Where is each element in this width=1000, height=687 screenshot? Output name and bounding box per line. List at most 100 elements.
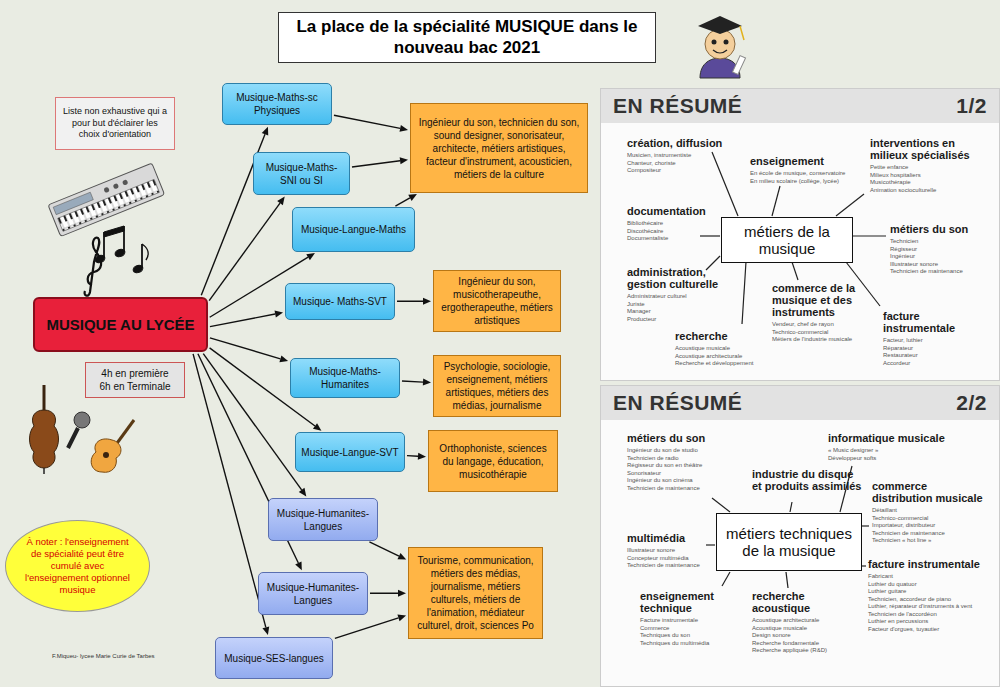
box-text: Liste non exhaustive qui a pour but d'éc… <box>61 106 169 141</box>
box-text-wrap: Musique-Maths-sc Physiques <box>228 91 326 117</box>
mindmap-branch: création, diffusionMusicien, instrumenti… <box>627 137 737 175</box>
mindmap-branch: commerce distribution musicaleDétaillant… <box>872 480 987 545</box>
arrowhead <box>423 298 431 305</box>
branch-heading: multimédia <box>627 532 707 544</box>
title-box: La place de la spécialité MUSIQUE dans l… <box>278 12 656 63</box>
career-box: Orthophoniste, sciences du langage, éduc… <box>428 430 558 492</box>
branch-heading: facture instrumentale <box>868 558 993 570</box>
branch-item: Métiers de l'industrie musicale <box>772 336 877 344</box>
mindmap-branch: informatique musicale« Music designer »D… <box>828 432 978 462</box>
mindmap-branch: interventions en milieux spécialisésPeti… <box>870 137 990 194</box>
branch-item: Fabricant <box>868 573 993 581</box>
mindmap-branch: rechercheAcoustique musicaleAcoustique a… <box>675 330 775 368</box>
mindmap-branch: enseignementEn école de musique, conserv… <box>750 155 865 185</box>
branch-item: Musicien, instrumentiste <box>627 152 737 160</box>
arrowhead <box>313 423 322 431</box>
box-text-wrap: Musique- Maths-SVT <box>293 295 387 308</box>
mindmap-branch: enseignement techniqueFacture instrument… <box>640 590 720 647</box>
box-text-wrap: Orthophoniste, sciences du langage, éduc… <box>435 442 551 481</box>
connector-line <box>203 354 301 490</box>
box-text: Musique- Maths-SVT <box>293 295 387 308</box>
branch-item: En école de musique, conservatoire <box>750 170 865 178</box>
box-text: métiers techniques de la musique <box>723 525 855 560</box>
combo-box: Musique- Maths-SVT <box>285 283 395 320</box>
arrowhead <box>398 590 406 597</box>
arrowhead <box>299 488 307 497</box>
branch-item: Documentaliste <box>627 235 717 243</box>
arrow-connector <box>397 298 431 305</box>
mindmap-lines <box>700 152 886 588</box>
credit-text: F.Miqueu- lycee Marie Curie de Tarbes <box>52 653 272 659</box>
branch-item: Compositeur <box>627 167 737 175</box>
branch-item: Technicien de l'accordéon <box>868 611 993 619</box>
branch-item: Ingénieur <box>890 253 990 261</box>
combo-box: Musique-Langue-Maths <box>292 207 415 252</box>
branch-item: Commerce <box>640 625 720 633</box>
arrow-connector <box>198 354 302 570</box>
box-text: Musique-Humanites-Langues <box>274 507 372 533</box>
arrowhead <box>277 197 285 206</box>
main-box: MUSIQUE AU LYCÉE <box>33 297 208 352</box>
combo-box: Musique-Humanites-Langues <box>268 498 378 541</box>
box-text-wrap: Tourisme, communication, métiers des méd… <box>415 554 536 632</box>
box-text: Musique-Humanites-Langues <box>264 581 362 607</box>
connector-line <box>352 161 400 167</box>
arrow-connector <box>210 311 283 327</box>
arrow-connector <box>334 115 408 132</box>
arrowhead <box>423 379 431 386</box>
career-box: Ingénieur du son, technicien du son, sou… <box>410 103 588 193</box>
branch-item: Manager <box>627 308 732 316</box>
connector-line <box>201 134 265 295</box>
branch-item: En milieu scolaire (collège, lycée) <box>750 178 865 186</box>
microphone-icon <box>68 412 90 448</box>
branch-item: Développeur softs <box>828 455 978 463</box>
hours-box: 4h en première 6h en Terminale <box>85 362 185 398</box>
branch-item: Technicien de maintenance <box>872 530 987 538</box>
page-number: 2/2 <box>956 391 987 415</box>
branch-heading: création, diffusion <box>627 137 737 149</box>
branch-heading: commerce distribution musicale <box>872 480 987 504</box>
box-text-wrap: Musique-Maths-Humanites <box>296 365 394 391</box>
arrow-connector <box>210 253 315 317</box>
arrowhead <box>279 355 288 362</box>
connector-line <box>193 354 266 627</box>
career-box: Psychologie, sociologie, enseignement, m… <box>433 355 561 417</box>
branch-heading: industrie du disque et produits assimilé… <box>752 468 864 492</box>
arrow-connector <box>370 590 406 597</box>
keyboard-icon <box>48 163 165 236</box>
box-text: Musique-Langue-SVT <box>301 446 398 459</box>
box-text: Ingénieur du son, technicien du son, sou… <box>417 116 581 181</box>
branch-item: Petite enfance <box>870 164 990 172</box>
connector-line <box>210 314 275 327</box>
branch-item: Technicien de maintenance <box>627 485 747 493</box>
box-text: Musique-SES-langues <box>224 652 324 665</box>
arrowhead <box>262 127 269 136</box>
connector-line <box>335 618 399 639</box>
box-text-wrap: Musique-Langue-Maths <box>301 223 406 236</box>
branch-heading: recherche <box>675 330 775 342</box>
branch-item: Importateur, distributeur <box>872 522 987 530</box>
music-notes-icon <box>85 226 148 296</box>
connector-line <box>407 455 418 457</box>
arrow-connector <box>210 338 288 362</box>
mindmap-branch: métiers du sonIngénieur du son de studio… <box>627 432 747 492</box>
branch-item: Vendeur, chef de rayon <box>772 321 877 329</box>
combo-box: Musique-Maths-Humanites <box>290 358 400 398</box>
connector-line <box>210 348 315 426</box>
page-number: 1/2 <box>956 94 987 118</box>
branch-item: Sonorisateur <box>627 470 747 478</box>
branch-item: Discothécaire <box>627 228 717 236</box>
cello-icon <box>30 385 59 474</box>
branch-heading: enseignement technique <box>640 590 720 614</box>
branch-item: Acoustique architecturale <box>752 617 857 625</box>
box-text: 4h en première 6h en Terminale <box>97 367 173 393</box>
connector-line <box>370 593 398 594</box>
branch-item: Recherche et développement <box>675 360 775 368</box>
branch-item: Accordeur <box>883 360 988 368</box>
branch-item: Technicien de radio <box>627 455 747 463</box>
branch-heading: métiers du son <box>627 432 747 444</box>
box-text: Psychologie, sociologie, enseignement, m… <box>440 360 554 412</box>
connector-line <box>210 257 308 317</box>
branch-heading: métiers du son <box>890 223 990 235</box>
